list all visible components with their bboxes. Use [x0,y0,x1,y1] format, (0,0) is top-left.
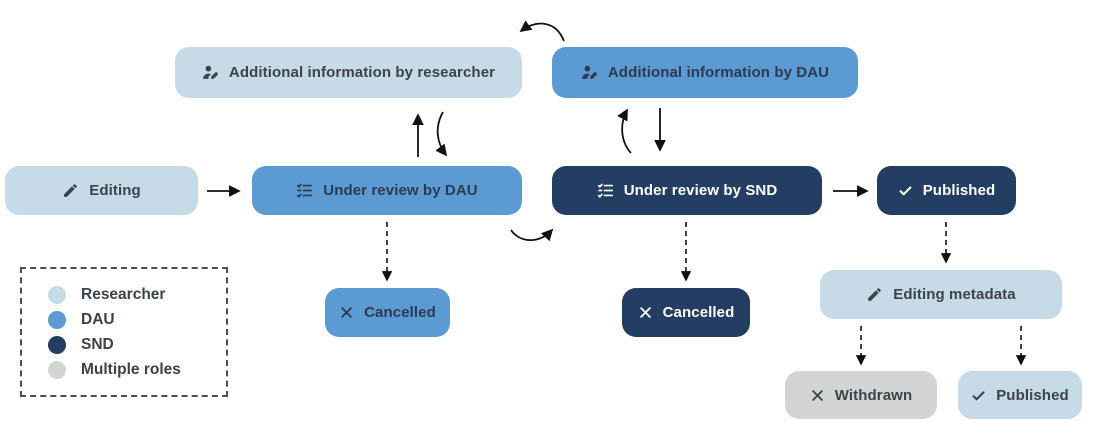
arrow-info-dau-to-info-researcher [519,20,565,42]
node-label: Cancelled [364,304,436,321]
node-editing: Editing [5,166,198,215]
legend-label: Multiple roles [81,360,181,378]
node-editing-metadata: Editing metadata [820,270,1062,319]
arrow-review-snd-to-info-dau [617,108,632,154]
node-published-top: Published [877,166,1016,215]
check-icon [971,388,986,403]
legend-item-dau: DAU [48,308,226,332]
node-label: Additional information by DAU [607,64,830,81]
pencil-icon [866,286,883,303]
legend-dot-researcher [48,285,66,304]
node-withdrawn: Withdrawn [785,371,937,419]
list-check-icon [296,182,313,199]
legend-dot-dau [48,310,66,329]
node-label: Editing [89,182,141,199]
legend-item-multiple-roles: Multiple roles [48,358,226,382]
arrow-review-dau-to-review-snd [510,228,554,242]
node-under-review-dau: Under review by DAU [252,166,522,215]
node-label: Under review by SND [623,182,778,199]
node-cancelled-snd: Cancelled [622,288,750,337]
legend: Researcher DAU SND Multiple roles [20,267,228,397]
legend-item-snd: SND [48,333,226,357]
node-label: Cancelled [662,304,735,321]
list-check-icon [597,182,614,199]
node-label: Under review by DAU [323,182,478,199]
x-icon [638,305,653,320]
x-icon [339,305,354,320]
check-icon [898,183,913,198]
node-cancelled-dau: Cancelled [325,288,450,337]
user-pen-icon [581,64,598,81]
legend-label: Researcher [81,285,166,303]
legend-label: DAU [81,310,115,328]
node-label: Published [922,182,996,199]
node-under-review-snd: Under review by SND [552,166,822,215]
legend-label: SND [81,335,114,353]
node-label: Additional information by researcher [228,64,496,81]
node-additional-info-researcher: Additional information by researcher [175,47,522,98]
node-label: Editing metadata [893,286,1016,303]
arrow-info-researcher-to-review-dau [435,111,448,157]
x-icon [810,388,825,403]
node-label: Published [996,386,1069,404]
legend-dot-snd [48,335,66,354]
node-label: Withdrawn [834,386,913,404]
legend-dot-multiple-roles [48,360,66,379]
node-published-bottom: Published [958,371,1082,419]
user-pen-icon [202,64,219,81]
pencil-icon [62,182,79,199]
node-additional-info-dau: Additional information by DAU [552,47,858,98]
legend-item-researcher: Researcher [48,283,226,307]
